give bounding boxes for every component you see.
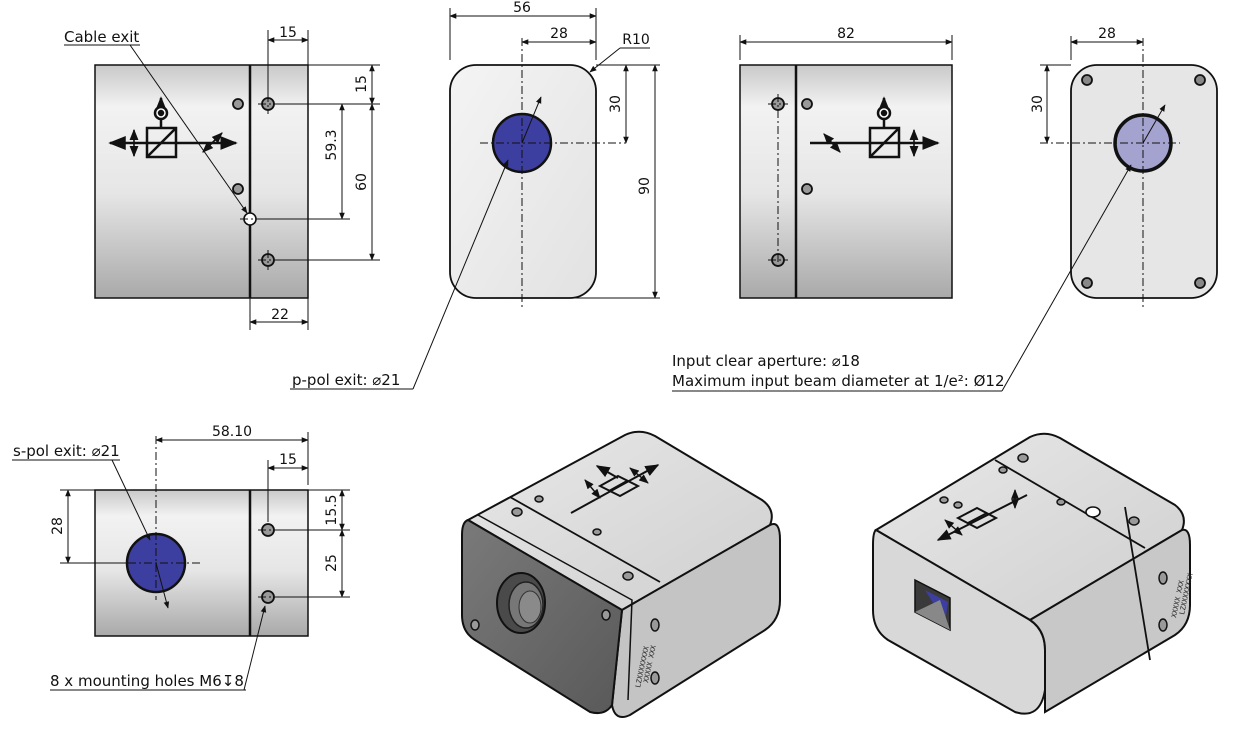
polarization-symbol-icon — [936, 489, 1028, 541]
dim-28-bottom: 28 — [50, 517, 66, 535]
front-face — [449, 64, 597, 299]
dim-r10: R10 — [622, 32, 650, 48]
polarization-symbol-icon — [108, 96, 238, 159]
dim-15-bottom: 15 — [279, 452, 297, 468]
back-view-input: 28 30 Input clear aperture: ⌀18 Maximum … — [672, 26, 1218, 392]
dim-30-back: 30 — [1030, 95, 1046, 113]
screw-icon — [470, 495, 660, 685]
mounting-holes-label: 8 x mounting holes M6↧8 — [50, 672, 244, 690]
dim-25: 25 — [324, 554, 340, 572]
dim-59-3: 59.3 — [324, 129, 340, 160]
side-body — [94, 64, 309, 299]
cable-exit-hole — [1085, 506, 1101, 518]
side-view-cable: 15 15 59.3 60 22 Cable exit — [64, 25, 380, 330]
screw-icon — [1081, 74, 1206, 289]
side-view-s-pol: 58.10 15 15.5 25 28 s-pol exit: ⌀21 8 x … — [12, 424, 350, 691]
cable-exit-label: Cable exit — [64, 28, 139, 46]
dim-90: 90 — [637, 177, 653, 195]
input-aperture-label: Input clear aperture: ⌀18 — [672, 352, 860, 370]
dim-58-10: 58.10 — [212, 424, 252, 440]
dim-28-front: 28 — [550, 26, 568, 42]
max-beam-label: Maximum input beam diameter at 1/e²: Ø12 — [672, 372, 1005, 390]
s-pol-exit-label: s-pol exit: ⌀21 — [13, 442, 120, 460]
dim-22: 22 — [271, 307, 289, 323]
dim-82: 82 — [837, 26, 855, 42]
screw-icon — [939, 453, 1168, 632]
dim-15-5: 15.5 — [324, 494, 340, 525]
dim-28-back: 28 — [1098, 26, 1116, 42]
side-view-b: 82 — [739, 26, 953, 299]
dim-56: 56 — [513, 0, 531, 16]
p-pol-exit-label: p-pol exit: ⌀21 — [292, 371, 400, 389]
polarization-symbol-icon — [570, 464, 660, 514]
dim-15-right: 15 — [354, 75, 370, 93]
dim-15-top: 15 — [279, 25, 297, 41]
isometric-view-front: XXXXX XXX LZXXXXXXXX — [461, 430, 781, 718]
dim-60: 60 — [354, 173, 370, 191]
polarization-symbol-icon — [810, 96, 940, 159]
isometric-view-back: XXXXX XXX LZXXXXXXXX — [872, 432, 1195, 715]
dim-30-front: 30 — [608, 95, 624, 113]
front-view-p-pol: 56 28 R10 30 90 p-pol exit: ⌀21 — [290, 0, 660, 390]
